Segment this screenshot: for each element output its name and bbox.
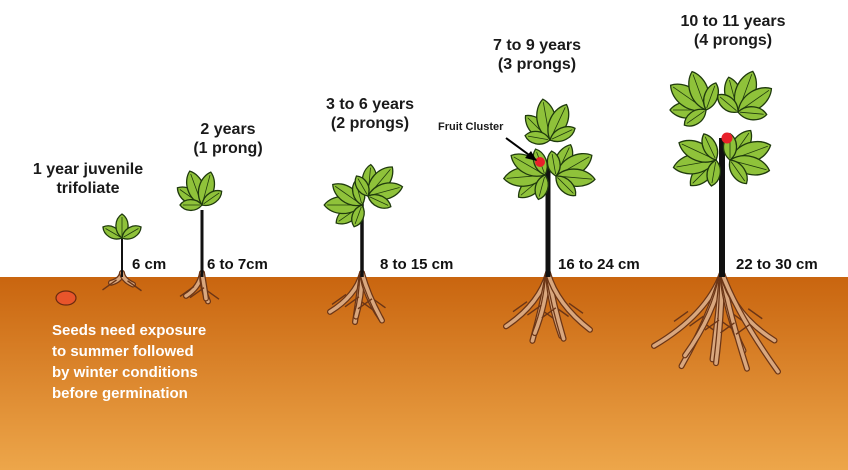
- fruit-cluster: [535, 157, 545, 167]
- stage-5-height: 22 to 30 cm: [736, 256, 818, 273]
- seed-note-line: Seeds need exposure: [52, 320, 292, 341]
- seed-note-line: before germination: [52, 383, 292, 404]
- stage-3-label: 3 to 6 years (2 prongs): [300, 95, 440, 133]
- stage-1-height: 6 cm: [132, 256, 166, 273]
- fruit-cluster-label: Fruit Cluster: [438, 121, 503, 134]
- stage-1-label: 1 year juvenile trifoliate: [8, 160, 168, 198]
- fruit-cluster: [722, 133, 733, 144]
- stage-4-height: 16 to 24 cm: [558, 256, 640, 273]
- seed-icon: [56, 291, 76, 305]
- stage-2-height: 6 to 7cm: [207, 256, 268, 273]
- seed-note: Seeds need exposure to summer followed b…: [52, 320, 292, 404]
- stage-3-height: 8 to 15 cm: [380, 256, 453, 273]
- stage-4-label: 7 to 9 years (3 prongs): [462, 36, 612, 74]
- seed-note-line: to summer followed: [52, 341, 292, 362]
- seed-note-line: by winter conditions: [52, 362, 292, 383]
- stage-2-label: 2 years (1 prong): [168, 120, 288, 158]
- stage-5-label: 10 to 11 years (4 prongs): [648, 12, 818, 50]
